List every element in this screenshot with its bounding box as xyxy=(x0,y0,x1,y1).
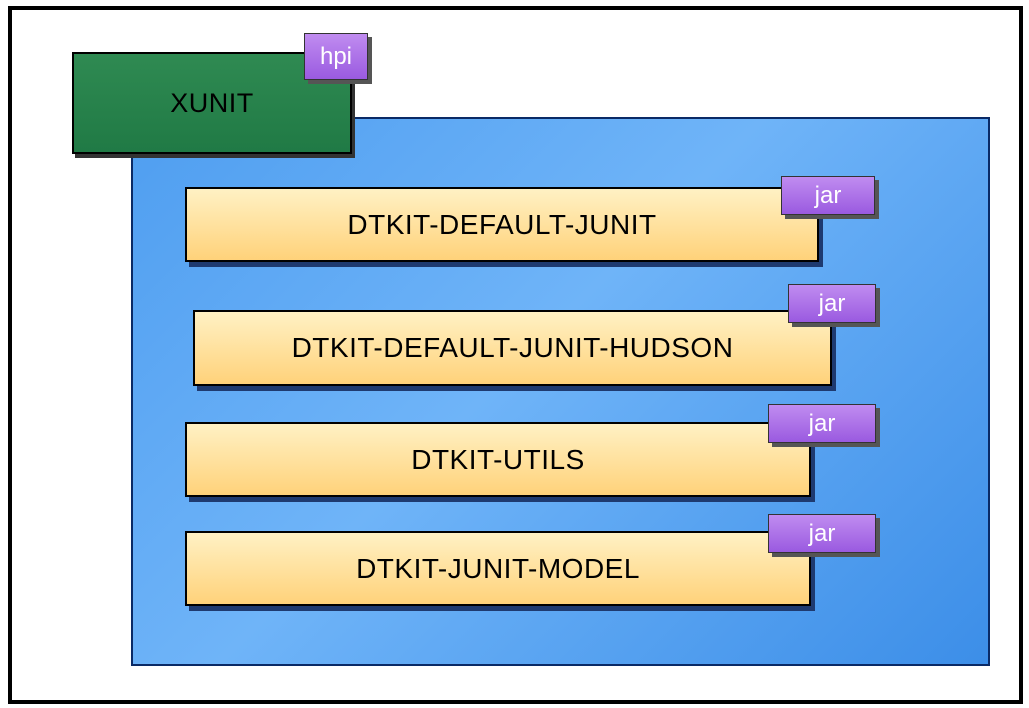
jar-badge-dtkit-default-junit-hudson: jar xyxy=(788,284,876,323)
jar-box-dtkit-default-junit-hudson: DTKIT-DEFAULT-JUNIT-HUDSON xyxy=(193,310,832,386)
jar-label-dtkit-junit-model: DTKIT-JUNIT-MODEL xyxy=(356,552,640,584)
jar-label-dtkit-default-junit-hudson: DTKIT-DEFAULT-JUNIT-HUDSON xyxy=(291,332,734,363)
jar-badge-dtkit-default-junit: jar xyxy=(781,176,875,215)
xunit-label: XUNIT xyxy=(170,87,254,118)
jar-box-dtkit-default-junit: DTKIT-DEFAULT-JUNIT xyxy=(185,187,819,262)
jar-label-dtkit-default-junit: DTKIT-DEFAULT-JUNIT xyxy=(347,208,657,240)
jar-box-dtkit-junit-model: DTKIT-JUNIT-MODEL xyxy=(185,531,811,606)
jar-badge-dtkit-junit-model: jar xyxy=(768,514,876,553)
hpi-badge: hpi xyxy=(304,33,368,80)
jar-box-dtkit-utils: DTKIT-UTILS xyxy=(185,422,811,497)
jar-badge-dtkit-utils: jar xyxy=(768,404,876,443)
xunit-hpi-box: XUNIT xyxy=(72,52,352,154)
jar-label-dtkit-utils: DTKIT-UTILS xyxy=(411,443,585,475)
